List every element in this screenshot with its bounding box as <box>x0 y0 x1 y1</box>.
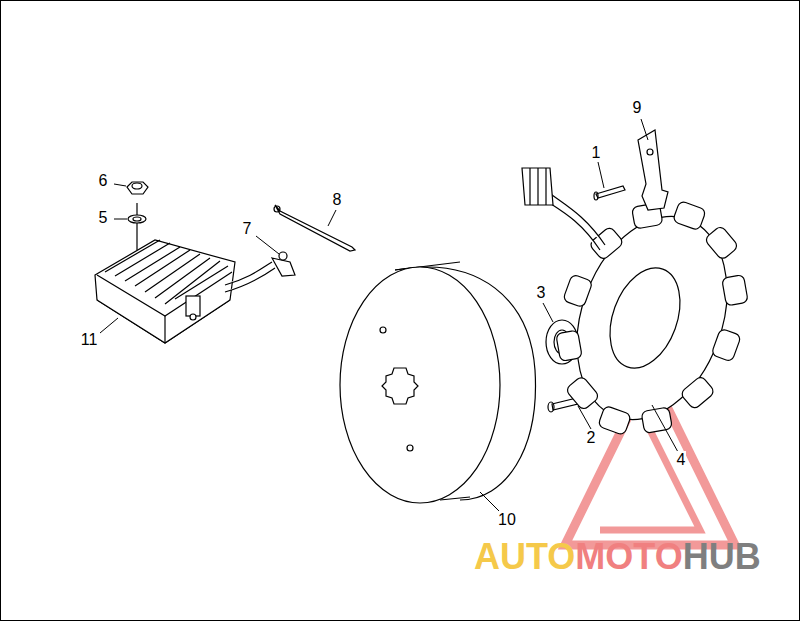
stator-coil <box>672 200 706 230</box>
callout-number: 3 <box>536 284 547 302</box>
callout-number: 6 <box>98 172 109 190</box>
stator-coil <box>598 405 632 435</box>
stator-coil <box>556 330 583 361</box>
callout-number: 4 <box>676 451 687 469</box>
callout-number: 5 <box>98 209 109 227</box>
watermark-text: AUTO <box>474 539 575 575</box>
callout-number: 9 <box>632 99 643 117</box>
callout-number: 8 <box>332 191 343 209</box>
cable-strap <box>274 205 355 251</box>
stator-coil <box>711 328 741 362</box>
watermark-text: MOTO <box>575 539 682 575</box>
stator <box>522 168 754 441</box>
callout-number: 11 <box>80 331 99 349</box>
stator-coil <box>641 407 672 434</box>
clip-screw <box>594 186 625 200</box>
callout-number: 10 <box>497 511 517 529</box>
rotor <box>340 262 535 503</box>
stator-coil <box>722 275 749 306</box>
callout-number: 1 <box>591 144 602 162</box>
callout-number: 2 <box>586 429 597 447</box>
regulator <box>95 182 295 343</box>
watermark-text: HUB <box>683 539 761 575</box>
stator-coil <box>704 225 739 261</box>
stator-coil <box>680 375 716 410</box>
leader-lines <box>100 119 678 512</box>
stator-coil <box>563 274 593 308</box>
stator-coil <box>565 375 600 411</box>
callout-number: 7 <box>242 220 253 238</box>
clamp <box>638 130 668 210</box>
